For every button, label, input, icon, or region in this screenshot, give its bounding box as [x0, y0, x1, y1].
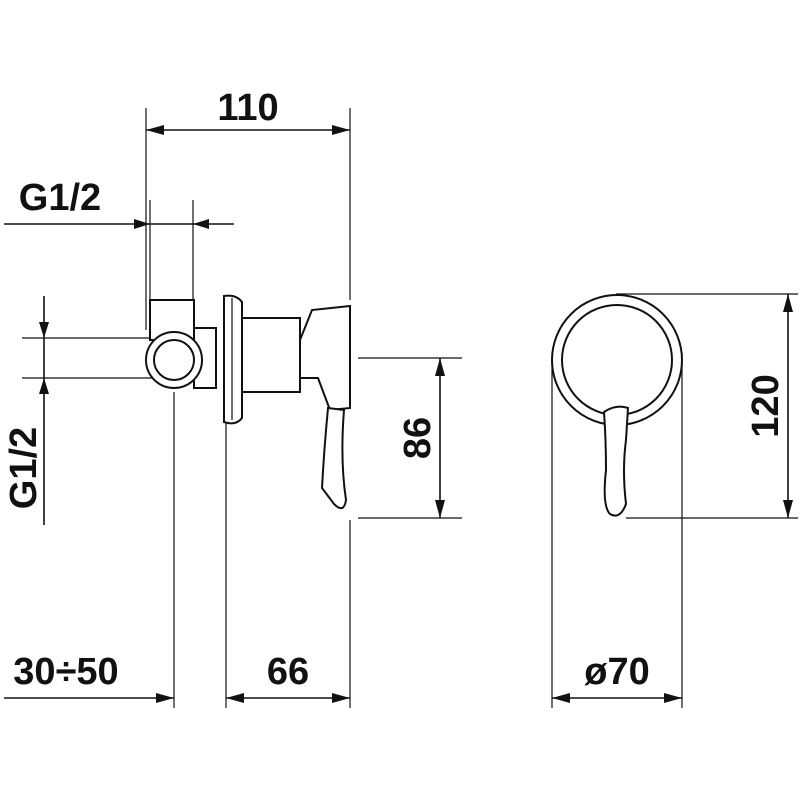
arrowhead [332, 693, 350, 703]
side-view: 110 G1/2 G1/2 30÷50 66 86 [3, 87, 462, 708]
arrowhead [552, 693, 570, 703]
arrowhead [226, 693, 244, 703]
dimension-label-120: 120 [745, 374, 787, 437]
dimension-label-g12-horizontal: G1/2 [19, 177, 101, 219]
escutcheon-inner [561, 304, 673, 416]
valve-body [241, 317, 301, 393]
arrowhead [783, 294, 793, 312]
lever-handle-front [602, 405, 630, 517]
dimension-label-30-50: 30÷50 [13, 651, 118, 693]
dimension-label-70: ø70 [584, 651, 649, 693]
arrowhead [134, 219, 150, 229]
arrowhead [435, 358, 445, 376]
arrowhead [39, 378, 49, 394]
arrowhead [783, 500, 793, 518]
escutcheon-plate [223, 294, 243, 425]
front-view: 120 ø70 [551, 293, 798, 708]
arrowhead [39, 322, 49, 338]
inlet-pipe-inner [153, 339, 195, 381]
lever-handle [320, 406, 348, 510]
dimension-label-86: 86 [397, 417, 439, 459]
arrowhead [193, 219, 209, 229]
arrowhead [332, 125, 350, 135]
arrowhead [435, 500, 445, 518]
handle-base [299, 304, 351, 412]
dimension-label-66: 66 [267, 651, 309, 693]
arrowhead [156, 693, 174, 703]
arrowhead [664, 693, 682, 703]
arrowhead [146, 125, 164, 135]
dimension-label-g12-vertical: G1/2 [3, 427, 45, 509]
dimension-label-110: 110 [217, 87, 278, 129]
